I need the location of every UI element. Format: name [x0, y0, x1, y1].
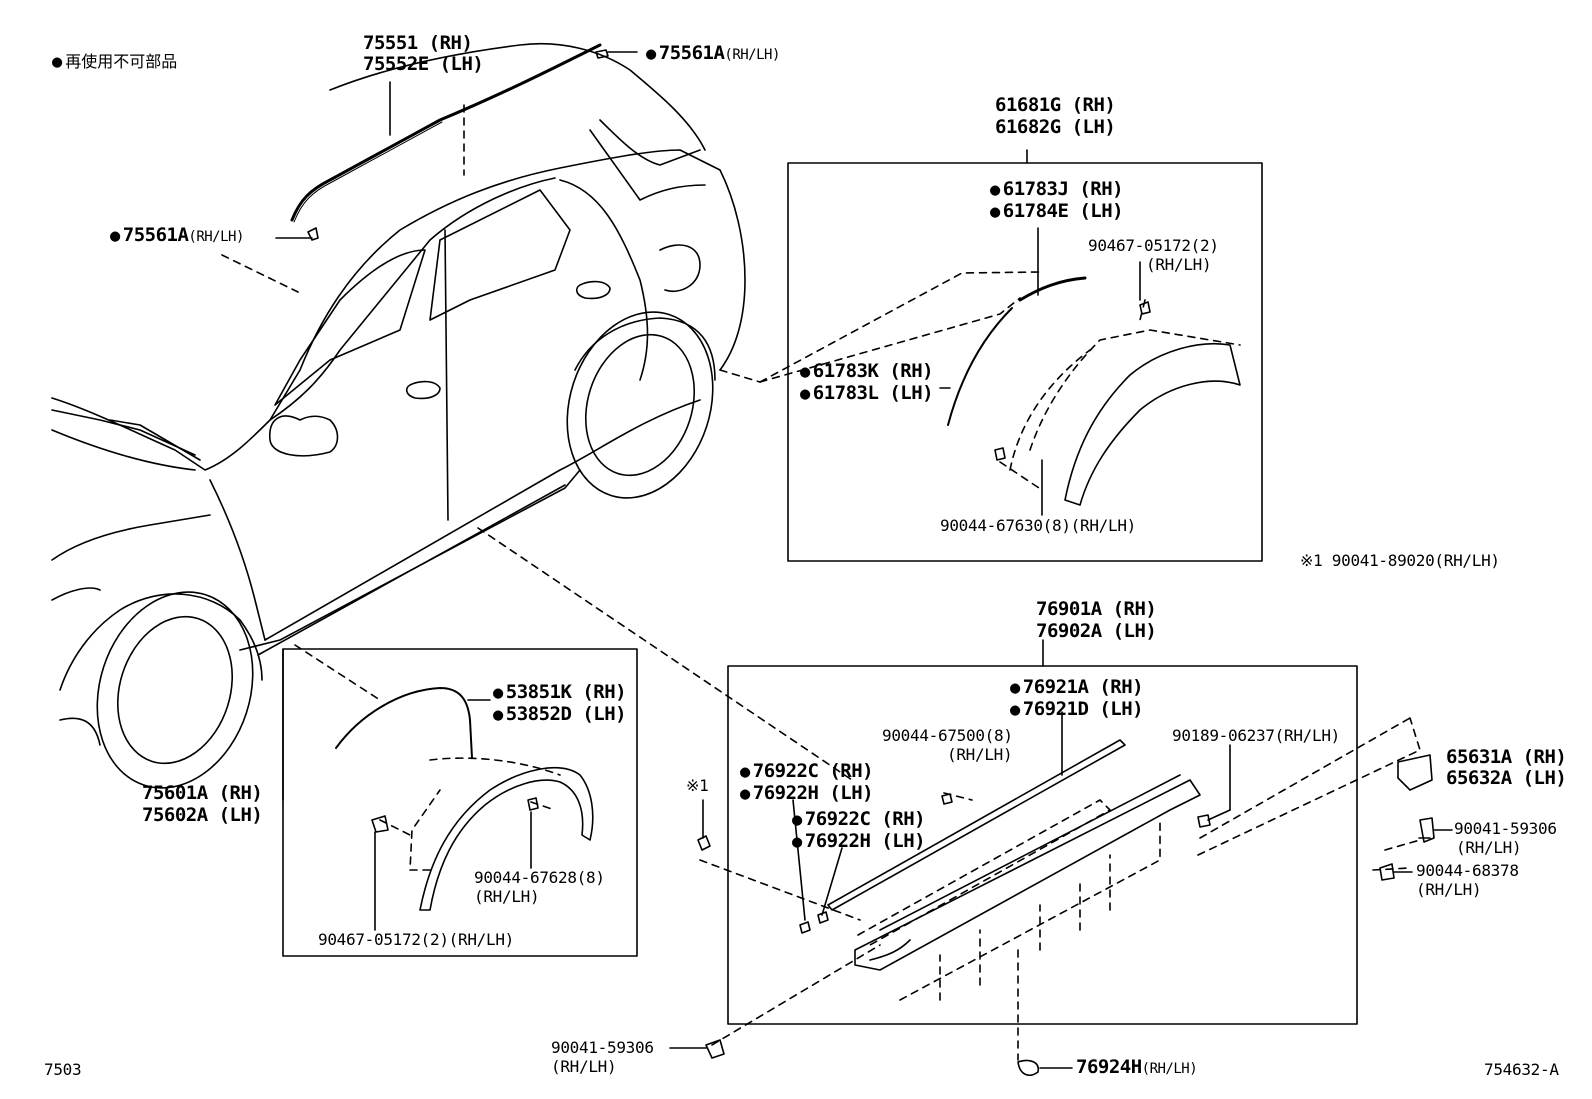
footer-right: 754632-A — [1484, 1060, 1559, 1079]
label-76924h: 76924H(RH/LH) — [1076, 1056, 1198, 1078]
label-61784e: 61784E (LH) — [990, 202, 1124, 221]
label-76922c-2: 76922C (RH) — [792, 810, 926, 829]
roof-molding — [290, 43, 602, 222]
label-61681g: 61681G (RH) — [995, 94, 1116, 116]
label-90044-67500: 90044-67500(8) — [882, 726, 1013, 745]
label-75561a-top: 75561A(RH/LH) — [646, 44, 781, 63]
clip-parts — [669, 754, 1453, 1076]
label-90044-68378: 90044-68378 — [1416, 861, 1519, 880]
label-53851k: 53851K (RH) — [493, 683, 627, 702]
label-90467-right: 90467-05172(2) — [1088, 236, 1219, 255]
label-61682g: 61682G (LH) — [995, 116, 1116, 138]
label-90467-left: 90467-05172(2)(RH/LH) — [318, 930, 514, 949]
label-75561a-left: 75561A(RH/LH) — [110, 226, 245, 245]
label-90044-67628-side: (RH/LH) — [474, 887, 540, 906]
label-90041-59306-right: 90041-59306 — [1454, 819, 1557, 838]
wheel-arch-front-box — [282, 648, 638, 957]
label-90467-right-side: (RH/LH) — [1146, 255, 1212, 274]
label-ref1-marker: ※1 — [686, 776, 709, 795]
car-body — [51, 42, 746, 789]
label-76901a: 76901A (RH) — [1036, 598, 1157, 620]
label-76922h-2: 76922H (LH) — [792, 832, 926, 851]
label-76921d: 76921D (LH) — [1010, 700, 1144, 719]
label-61783k: 61783K (RH) — [800, 362, 934, 381]
rear-arch-parts — [947, 276, 1241, 506]
leader-lines — [221, 104, 1421, 1061]
label-65632a: 65632A (LH) — [1446, 767, 1567, 789]
label-90189: 90189-06237(RH/LH) — [1172, 726, 1340, 745]
label-76922c-1: 76922C (RH) — [740, 762, 874, 781]
label-90044-67500-side: (RH/LH) — [947, 745, 1013, 764]
label-76902a: 76902A (LH) — [1036, 620, 1157, 642]
label-90041-59306-bottom-side: (RH/LH) — [551, 1057, 617, 1076]
label-90044-68378-side: (RH/LH) — [1416, 880, 1482, 899]
label-90044-67628: 90044-67628(8) — [474, 868, 605, 887]
front-arch-parts — [335, 687, 594, 911]
footer-left: 7503 — [44, 1060, 82, 1079]
legend-text: 再使用不可部品 — [52, 52, 177, 71]
note-ref1: ※1 90041-89020(RH/LH) — [1300, 551, 1500, 570]
label-76922h-1: 76922H (LH) — [740, 784, 874, 803]
wheel-arch-rear-box — [787, 162, 1263, 562]
label-53852d: 53852D (LH) — [493, 705, 627, 724]
label-90041-59306-bottom: 90041-59306 — [551, 1038, 654, 1057]
label-75601a: 75601A (RH) — [142, 782, 263, 804]
label-90044-67630: 90044-67630(8)(RH/LH) — [940, 516, 1136, 535]
label-75602a: 75602A (LH) — [142, 804, 263, 826]
label-61783l: 61783L (LH) — [800, 384, 934, 403]
label-90041-59306-right-side: (RH/LH) — [1456, 838, 1522, 857]
label-75551: 75551 (RH) — [363, 32, 473, 54]
label-61783j: 61783J (RH) — [990, 180, 1124, 199]
label-65631a: 65631A (RH) — [1446, 746, 1567, 768]
label-75552e: 75552E (LH) — [363, 53, 484, 75]
label-76921a: 76921A (RH) — [1010, 678, 1144, 697]
